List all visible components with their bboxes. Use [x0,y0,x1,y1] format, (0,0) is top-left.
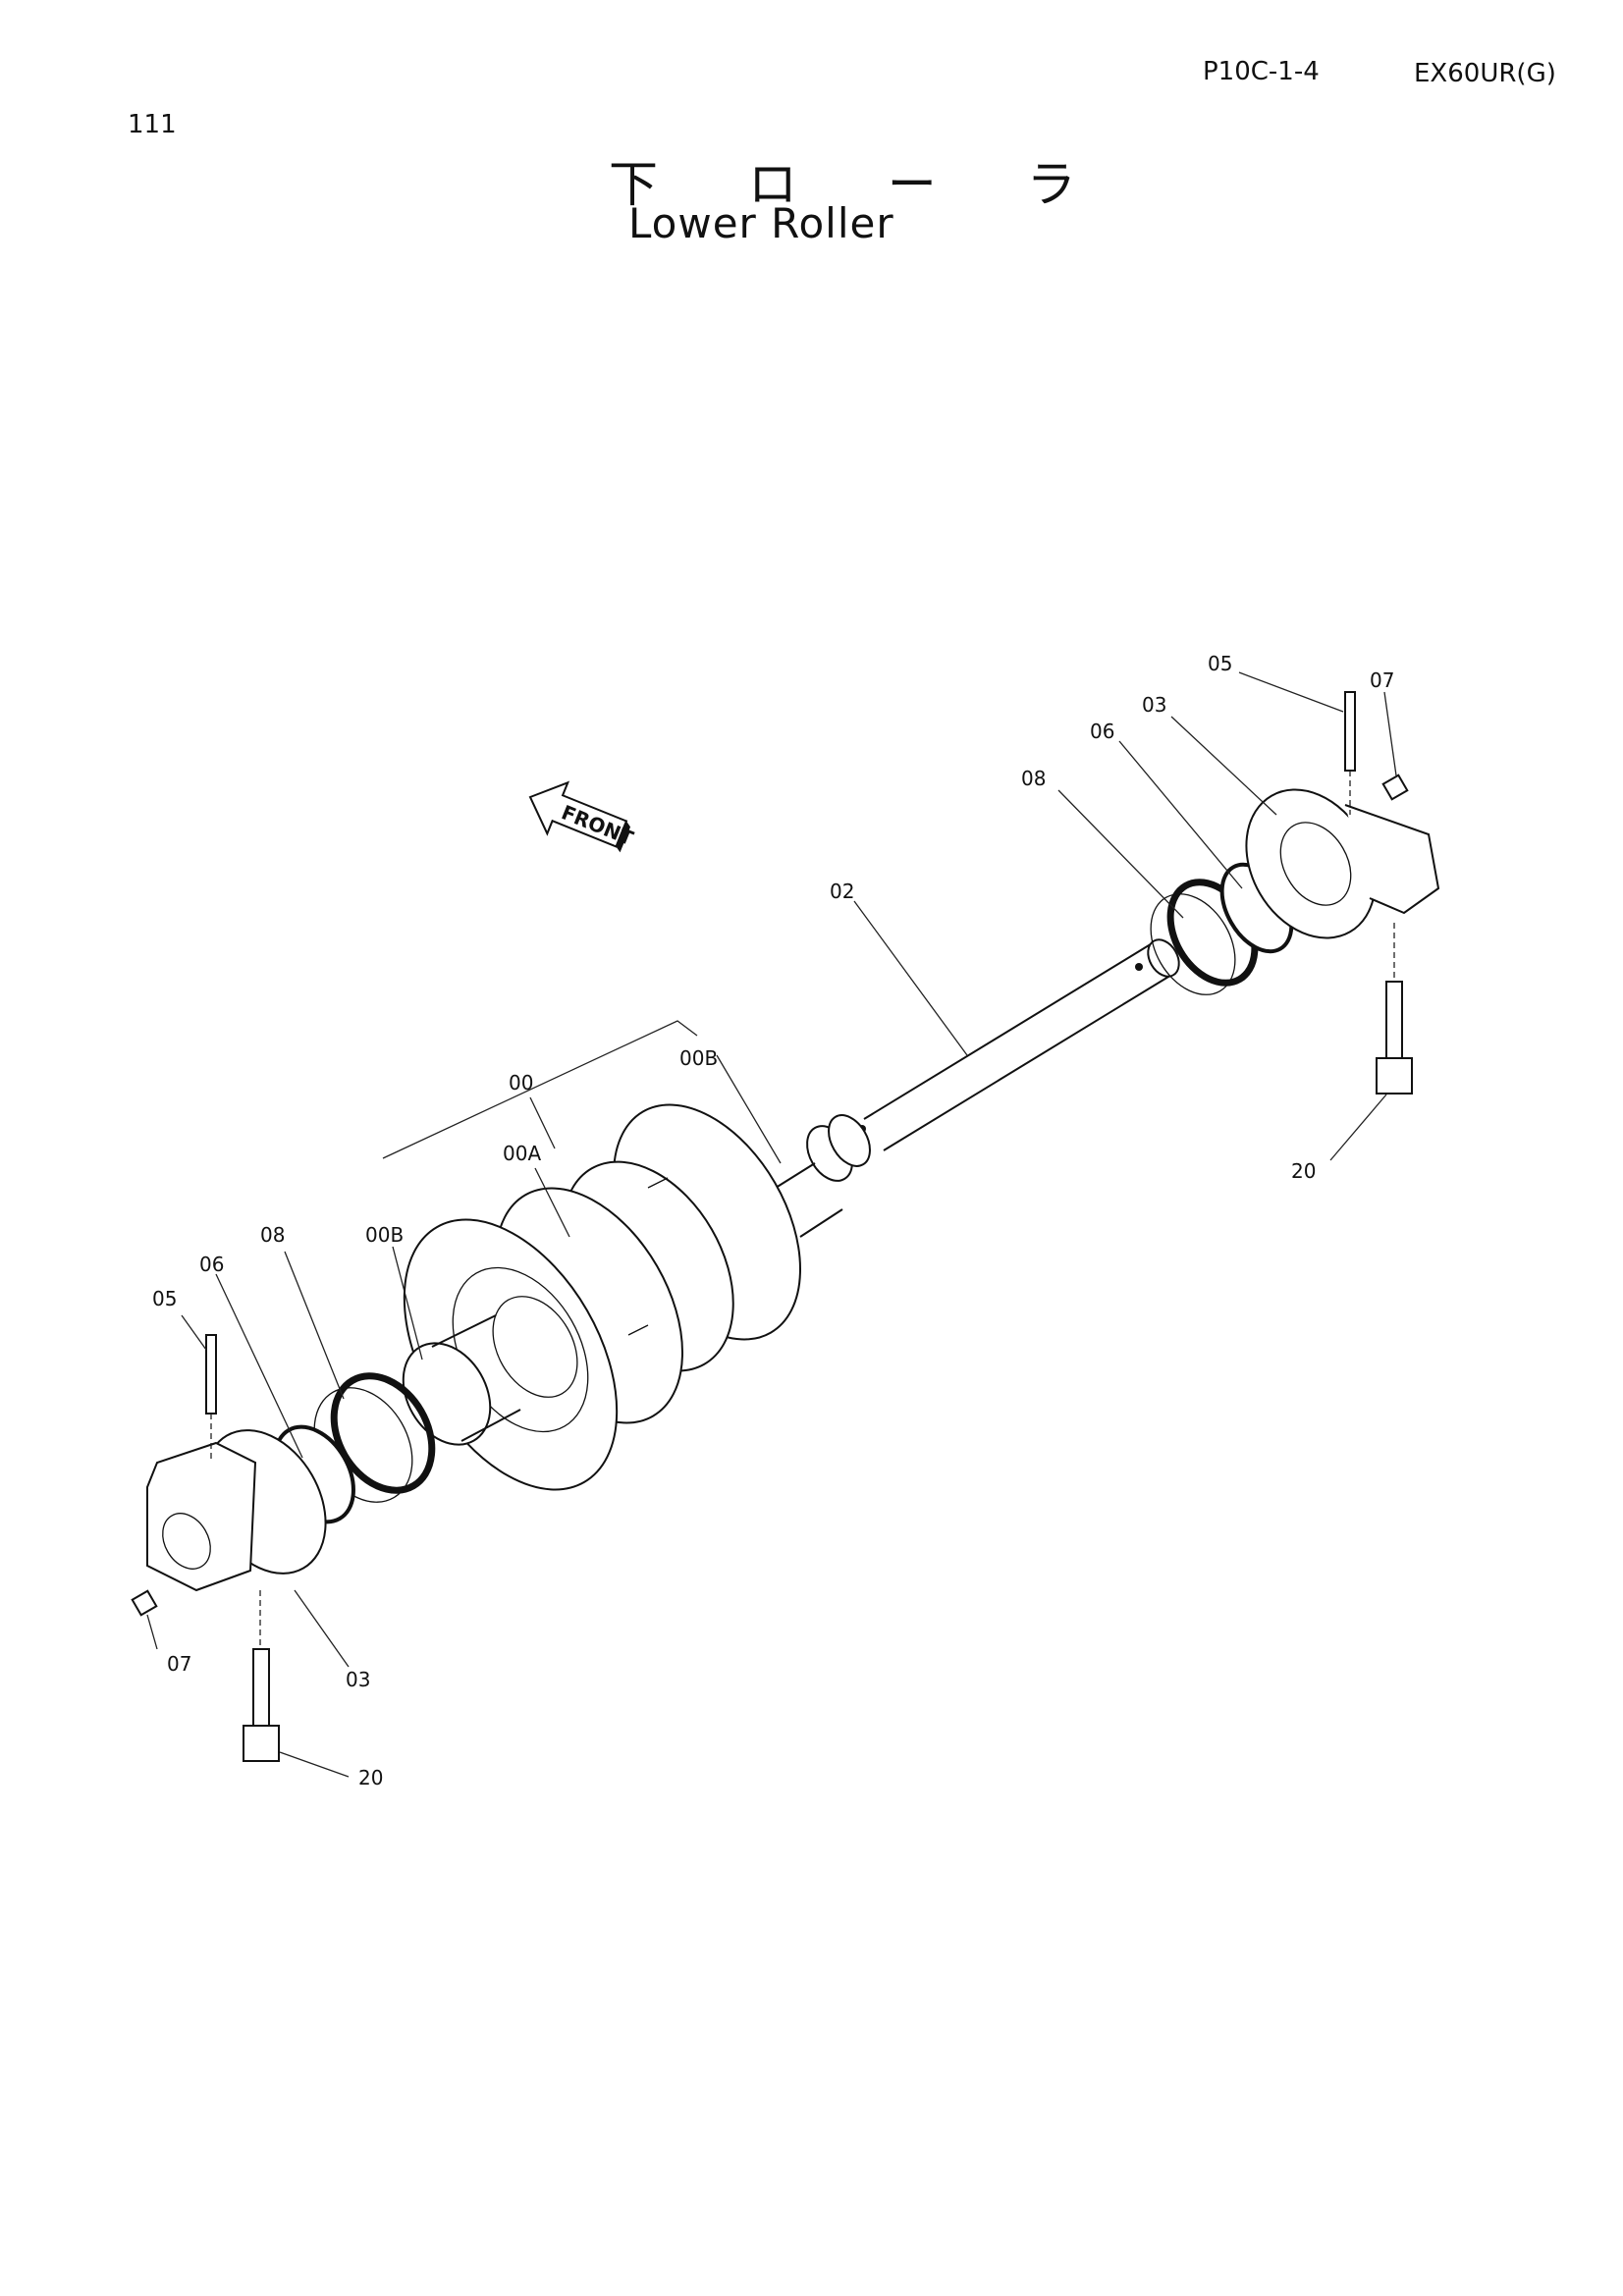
page-code: P10C-1-4 [1203,57,1320,86]
front-arrow-icon: FRONT [528,780,637,853]
end-collar-left [146,1429,327,1592]
bolt-right [1376,981,1413,1095]
callout-05-left: 05 [152,1287,177,1310]
callout-03-right: 03 [1142,693,1166,717]
spring-pin-right [1344,691,1356,772]
title-english: Lower Roller [628,199,894,247]
set-screw-right [1381,774,1409,801]
callout-20-right: 20 [1291,1159,1316,1183]
shaft-part [775,938,1180,1238]
model-code: EX60UR(G) [1414,59,1556,88]
callout-07-left: 07 [167,1652,191,1676]
roller-body-part [403,1103,801,1491]
callout-03-left: 03 [346,1668,370,1691]
end-collar-right [1245,788,1440,939]
callout-06-left: 06 [199,1253,224,1276]
callout-00: 00 [509,1071,533,1095]
bolt-left [243,1648,280,1762]
callout-20-left: 20 [358,1766,383,1789]
page-number: 111 [128,110,177,139]
callout-05-right: 05 [1208,652,1232,675]
title-japanese: 下 ロ ー ラ [609,156,1113,213]
front-label: FRONT [559,800,637,850]
spring-pin-left [205,1334,217,1415]
set-screw-left [131,1589,158,1617]
callout-08-right: 08 [1021,767,1046,790]
callout-00b-left: 00B [365,1223,404,1247]
callout-00a: 00A [503,1142,541,1165]
callout-00b-top: 00B [679,1046,718,1070]
callout-06-right: 06 [1090,720,1114,743]
callout-02: 02 [830,880,854,903]
callout-08-left: 08 [260,1223,285,1247]
callout-07-right: 07 [1370,668,1394,692]
